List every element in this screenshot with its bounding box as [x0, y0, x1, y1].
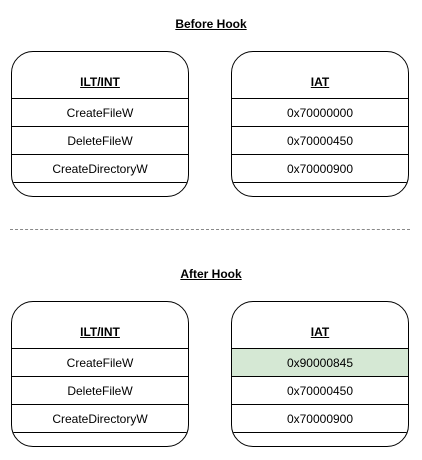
table-footer: [12, 433, 188, 446]
hooked-iat-row: 0x90000845: [232, 349, 408, 377]
table-row: DeleteFileW: [12, 377, 188, 405]
table-row: 0x70000000: [232, 99, 408, 127]
before-hook-title: Before Hook: [175, 17, 247, 31]
after-hook-title: After Hook: [180, 267, 242, 281]
table-row: CreateFileW: [12, 349, 188, 377]
table-row: CreateDirectoryW: [12, 405, 188, 433]
section-divider: [10, 229, 410, 230]
table-footer: [232, 433, 408, 446]
after-int-table: ILT/INT CreateFileW DeleteFileW CreateDi…: [11, 301, 189, 447]
table-footer: [232, 183, 408, 196]
table-row: 0x70000450: [232, 377, 408, 405]
table-header: IAT: [232, 302, 408, 349]
after-iat-table: IAT 0x90000845 0x70000450 0x70000900: [231, 301, 409, 447]
table-row: CreateDirectoryW: [12, 155, 188, 183]
table-header: ILT/INT: [12, 52, 188, 99]
table-row: DeleteFileW: [12, 127, 188, 155]
before-int-table: ILT/INT CreateFileW DeleteFileW CreateDi…: [11, 51, 189, 197]
table-row: 0x70000900: [232, 405, 408, 433]
table-row: CreateFileW: [12, 99, 188, 127]
before-iat-table: IAT 0x70000000 0x70000450 0x70000900: [231, 51, 409, 197]
table-header: IAT: [232, 52, 408, 99]
table-header: ILT/INT: [12, 302, 188, 349]
table-row: 0x70000900: [232, 155, 408, 183]
table-footer: [12, 183, 188, 196]
table-row: 0x70000450: [232, 127, 408, 155]
